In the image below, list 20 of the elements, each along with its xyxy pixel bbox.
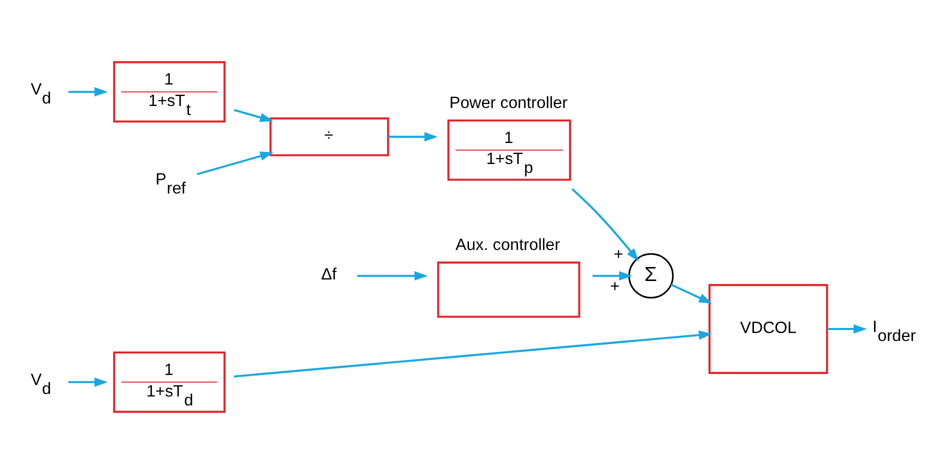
arrow bbox=[827, 324, 867, 334]
arrow bbox=[196, 152, 274, 176]
node-text: Δf bbox=[321, 266, 337, 284]
arrow bbox=[670, 284, 712, 304]
arrow bbox=[234, 109, 274, 122]
edge-label: + bbox=[614, 246, 624, 264]
arrow bbox=[234, 330, 712, 378]
node-circle: Σ bbox=[628, 253, 674, 299]
arrow bbox=[357, 271, 428, 280]
arrow bbox=[68, 378, 108, 387]
edge-label: + bbox=[610, 278, 620, 296]
node-label: Aux. controller bbox=[456, 236, 560, 254]
node-label: Power controller bbox=[449, 94, 568, 112]
arrow bbox=[592, 271, 632, 280]
node-box bbox=[437, 262, 580, 318]
arrow bbox=[68, 87, 108, 96]
node-box: VDCOL bbox=[708, 284, 828, 374]
arrow bbox=[571, 188, 639, 262]
node-box: ÷ bbox=[270, 117, 390, 156]
arrow bbox=[388, 132, 438, 142]
